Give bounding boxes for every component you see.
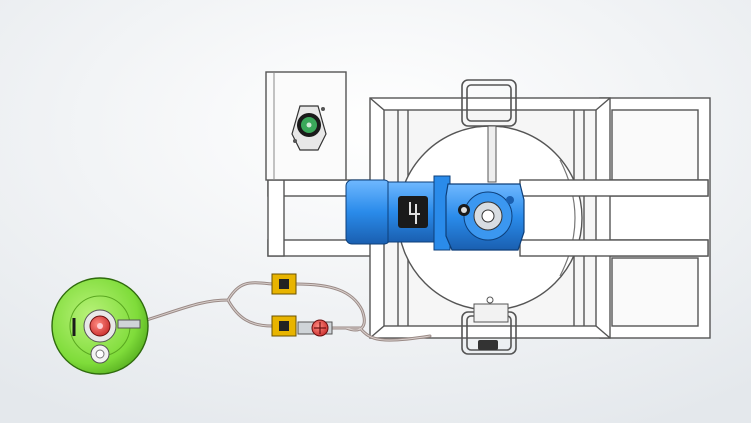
base-corner-br [595,325,611,339]
bottom-latch [478,340,498,350]
tank [51,277,149,375]
sensor-2-face [279,321,289,331]
right-frame-bay-bottom [611,257,699,327]
connector-pin-center [306,122,312,128]
left-end-post [267,179,285,257]
motor-fan-cover [345,179,391,245]
cross-beam-bottom-overlay [519,239,709,257]
top-handle-inner [466,84,512,122]
gearbox-shaft-center [481,209,495,223]
drum-rim-right [559,159,576,277]
gearbox-bolt-right [506,196,514,204]
cross-beam-top-overlay [519,179,709,197]
base-corner-tr [595,97,611,111]
motor [345,175,451,251]
connector-screw-1 [293,139,297,143]
sensor-2 [271,315,297,337]
gearbox-bolt-left-head [461,207,467,213]
drum-shaft-top [487,125,497,183]
right-frame-bay-top [611,109,699,183]
drum-bolt [486,296,494,304]
sensor-1 [271,273,297,295]
terminal-box-marking [409,202,420,224]
frame-overlay [519,179,709,257]
tank-valve-center [97,323,103,329]
control-box [265,71,347,181]
gearbox [445,183,525,251]
connector-screw-2 [321,107,325,111]
hose-inner [139,282,431,341]
valve [297,319,333,337]
sensor-1-face [279,279,289,289]
motor-terminal-box [398,196,428,228]
drum-outlet [473,303,509,323]
tank-outlet-hole [95,349,105,359]
tank-hose-fitting [117,319,141,329]
base-corner-tl [369,97,385,111]
